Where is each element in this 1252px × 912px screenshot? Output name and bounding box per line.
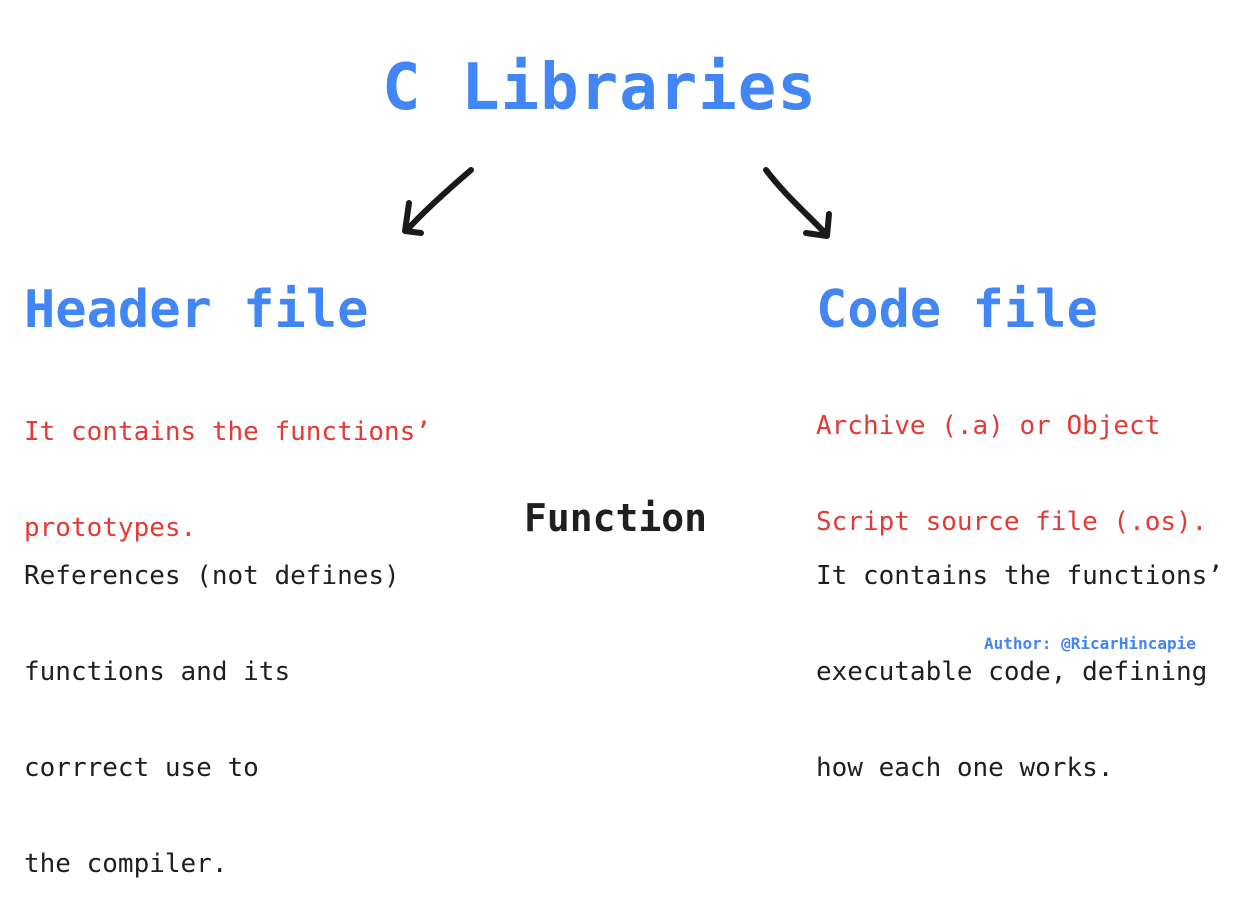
code-file-subtitle: Archive (.a) or Object Script source fil…	[816, 346, 1207, 570]
description-line: how each one works.	[816, 753, 1114, 783]
subtitle-line: Archive (.a) or Object	[816, 411, 1161, 441]
header-file-description: References (not defines) functions and i…	[24, 496, 400, 912]
author-credit: Author: @RicarHincapie	[984, 634, 1196, 653]
description-line: corrrect use to	[24, 753, 259, 783]
code-file-heading: Code file	[816, 280, 1098, 340]
page-title: C Libraries	[382, 51, 817, 125]
header-file-heading: Header file	[24, 280, 369, 340]
subtitle-line: It contains the functions’	[24, 417, 431, 447]
function-label: Function	[524, 496, 708, 540]
description-line: References (not defines)	[24, 561, 400, 591]
description-line: the compiler.	[24, 849, 228, 879]
subtitle-line: prototypes.	[24, 513, 197, 543]
description-line: It contains the functions’	[816, 561, 1223, 591]
header-file-subtitle: It contains the functions’ prototypes.	[24, 352, 431, 576]
description-line: functions and its	[24, 657, 291, 687]
code-file-description: It contains the functions’ executable co…	[816, 496, 1223, 816]
description-line: executable code, defining	[816, 657, 1208, 687]
subtitle-line: Script source file (.os).	[816, 507, 1208, 537]
